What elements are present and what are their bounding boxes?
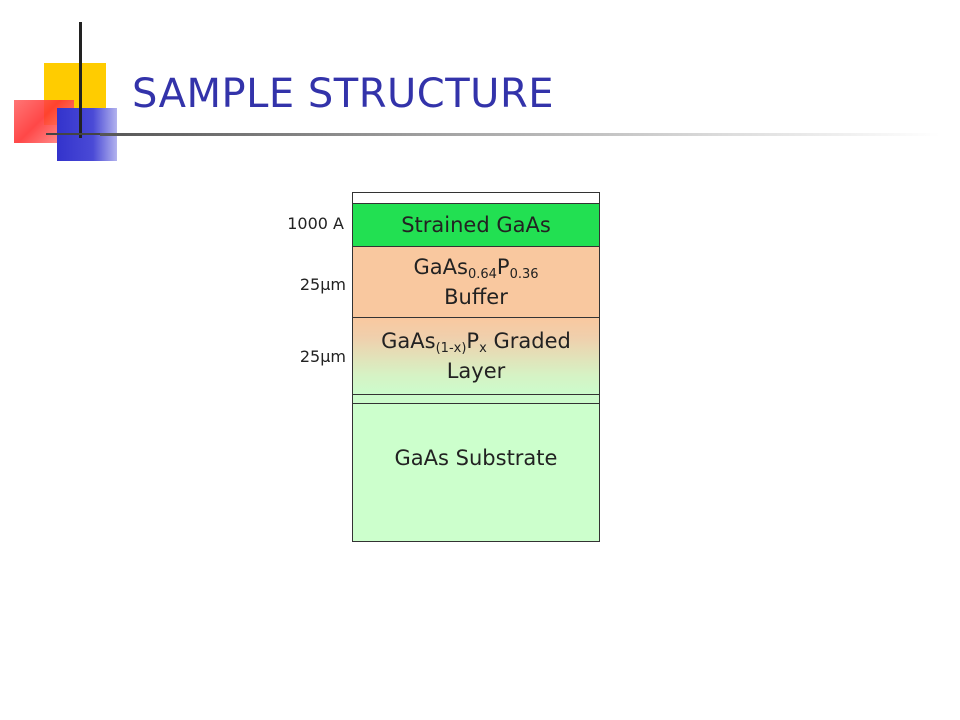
substrate-label: GaAs Substrate	[394, 445, 558, 470]
buffer-formula-elem2: P	[496, 255, 510, 279]
thickness-strained: 1000 A	[287, 214, 344, 233]
graded-formula-rest: Graded	[486, 329, 571, 353]
buffer-formula-sub1: 0.64	[467, 267, 497, 282]
buffer-label: Buffer	[444, 285, 508, 309]
buffer-formula: GaAs0.64P0.36	[413, 252, 538, 282]
graded-formula-base: GaAs	[381, 329, 436, 353]
thickness-graded: 25μm	[299, 347, 346, 366]
logo-horizontal-line	[46, 133, 116, 135]
buffer-formula-sub2: 0.36	[509, 267, 539, 282]
logo-vertical-line	[79, 22, 82, 138]
buffer-formula-base: GaAs	[413, 255, 468, 279]
strained-gaas-layer: Strained GaAs	[352, 203, 600, 247]
buffer-layer: GaAs0.64P0.36 Buffer	[352, 246, 600, 318]
graded-layer: GaAs(1-x)Px Graded Layer	[352, 317, 600, 395]
slide-title: SAMPLE STRUCTURE	[132, 71, 555, 117]
thickness-buffer: 25μm	[299, 275, 346, 294]
graded-formula-sub2: x	[479, 341, 487, 356]
graded-formula-sub1: (1-x)	[435, 341, 467, 356]
title-underline	[100, 133, 940, 136]
strained-gaas-label: Strained GaAs	[401, 213, 551, 237]
substrate-layer: GaAs Substrate	[352, 403, 600, 542]
graded-formula-elem2: P	[466, 329, 480, 353]
graded-formula: GaAs(1-x)Px Graded	[381, 326, 571, 356]
graded-label: Layer	[446, 359, 506, 383]
